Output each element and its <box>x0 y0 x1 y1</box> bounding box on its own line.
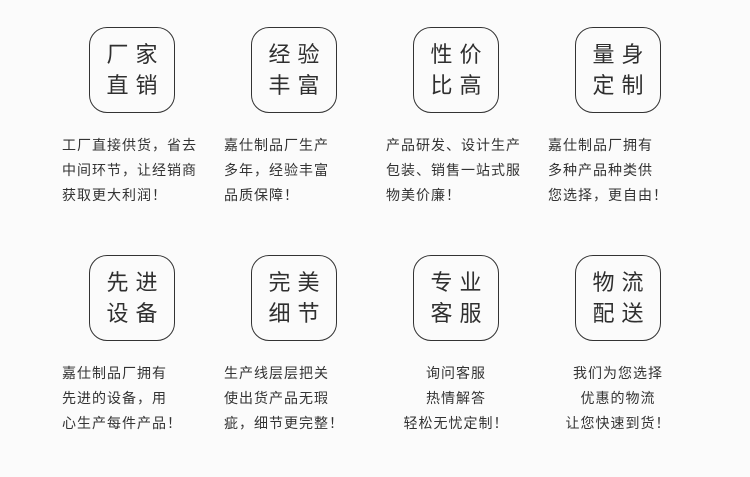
feature-description-line: 工厂直接供货，省去 <box>62 137 197 153</box>
feature-title-line: 定制 <box>592 73 651 98</box>
feature-badge: 量身 定制 <box>575 27 661 113</box>
feature-description-line: 嘉仕制品厂拥有 <box>548 137 653 153</box>
feature-description-line: 物美价廉！ <box>386 187 461 203</box>
feature-badge: 完美 细节 <box>251 255 337 341</box>
feature-description-line: 您选择，更自由！ <box>548 187 668 203</box>
feature-description-line: 生产线层层把关 <box>224 365 329 381</box>
feature-description: 询问客服 热情解答 轻松无忧定制！ <box>381 361 531 436</box>
feature-description: 工厂直接供货，省去 中间环节，让经销商 获取更大利润！ <box>62 133 202 208</box>
features-row-1: 厂家 直销 工厂直接供货，省去 中间环节，让经销商 获取更大利润！ 经验 丰富 … <box>0 27 750 208</box>
feature-description-line: 包装、销售一站式服 <box>386 162 521 178</box>
feature-title-line: 专业 <box>430 270 489 295</box>
feature-description: 嘉仕制品厂生产 多年，经验丰富 品质保障！ <box>224 133 364 208</box>
feature-title-line: 经验 <box>268 42 327 67</box>
feature-title-line: 丰富 <box>268 73 327 98</box>
feature-description: 嘉仕制品厂拥有 先进的设备，用 心生产每件产品！ <box>62 361 202 436</box>
feature-description-line: 嘉仕制品厂拥有 <box>62 365 167 381</box>
feature-badge: 经验 丰富 <box>251 27 337 113</box>
feature-title-line: 设备 <box>106 301 165 326</box>
feature-description-line: 轻松无忧定制！ <box>403 415 509 431</box>
feature-description-line: 询问客服 <box>426 365 486 381</box>
feature-card-perfect-details: 完美 细节 生产线层层把关 使出货产品无瑕 疵，细节更完整！ <box>213 255 375 436</box>
feature-description-line: 让您快速到货！ <box>565 415 671 431</box>
feature-card-advanced-equipment: 先进 设备 嘉仕制品厂拥有 先进的设备，用 心生产每件产品！ <box>51 255 213 436</box>
feature-card-logistics-delivery: 物流 配送 我们为您选择 优惠的物流 让您快速到货！ <box>537 255 699 436</box>
feature-card-rich-experience: 经验 丰富 嘉仕制品厂生产 多年，经验丰富 品质保障！ <box>213 27 375 208</box>
feature-title-line: 先进 <box>106 270 165 295</box>
feature-description-line: 心生产每件产品！ <box>62 415 182 431</box>
feature-title-line: 细节 <box>268 301 327 326</box>
feature-description-line: 我们为您选择 <box>573 365 663 381</box>
feature-title-line: 量身 <box>592 42 651 67</box>
feature-title-line: 厂家 <box>106 42 165 67</box>
feature-description: 嘉仕制品厂拥有 多种产品种类供 您选择，更自由！ <box>548 133 688 208</box>
feature-description-line: 嘉仕制品厂生产 <box>224 137 329 153</box>
feature-badge: 厂家 直销 <box>89 27 175 113</box>
feature-description-line: 使出货产品无瑕 <box>224 390 329 406</box>
feature-description: 生产线层层把关 使出货产品无瑕 疵，细节更完整！ <box>224 361 364 436</box>
feature-title-line: 客服 <box>430 301 489 326</box>
feature-description-line: 品质保障！ <box>224 187 299 203</box>
feature-description-line: 热情解答 <box>426 390 486 406</box>
feature-title-line: 物流 <box>592 270 651 295</box>
feature-description: 产品研发、设计生产 包装、销售一站式服 物美价廉！ <box>386 133 526 208</box>
feature-description-line: 疵，细节更完整！ <box>224 415 344 431</box>
feature-title-line: 完美 <box>268 270 327 295</box>
feature-description: 我们为您选择 优惠的物流 让您快速到货！ <box>543 361 693 436</box>
feature-card-professional-service: 专业 客服 询问客服 热情解答 轻松无忧定制！ <box>375 255 537 436</box>
feature-title-line: 配送 <box>592 301 651 326</box>
feature-card-tailor-made: 量身 定制 嘉仕制品厂拥有 多种产品种类供 您选择，更自由！ <box>537 27 699 208</box>
feature-description-line: 多年，经验丰富 <box>224 162 329 178</box>
feature-badge: 专业 客服 <box>413 255 499 341</box>
feature-badge: 物流 配送 <box>575 255 661 341</box>
features-row-2: 先进 设备 嘉仕制品厂拥有 先进的设备，用 心生产每件产品！ 完美 细节 生产线… <box>0 255 750 436</box>
feature-title-line: 直销 <box>106 73 165 98</box>
feature-badge: 性价 比高 <box>413 27 499 113</box>
feature-description-line: 多种产品种类供 <box>548 162 653 178</box>
feature-badge: 先进 设备 <box>89 255 175 341</box>
feature-description-line: 获取更大利润！ <box>62 187 167 203</box>
feature-card-factory-direct: 厂家 直销 工厂直接供货，省去 中间环节，让经销商 获取更大利润！ <box>51 27 213 208</box>
feature-description-line: 中间环节，让经销商 <box>62 162 197 178</box>
feature-description-line: 先进的设备，用 <box>62 390 167 406</box>
feature-title-line: 比高 <box>430 73 489 98</box>
feature-card-cost-effective: 性价 比高 产品研发、设计生产 包装、销售一站式服 物美价廉！ <box>375 27 537 208</box>
feature-description-line: 优惠的物流 <box>580 390 656 406</box>
feature-title-line: 性价 <box>430 42 489 67</box>
feature-description-line: 产品研发、设计生产 <box>386 137 521 153</box>
